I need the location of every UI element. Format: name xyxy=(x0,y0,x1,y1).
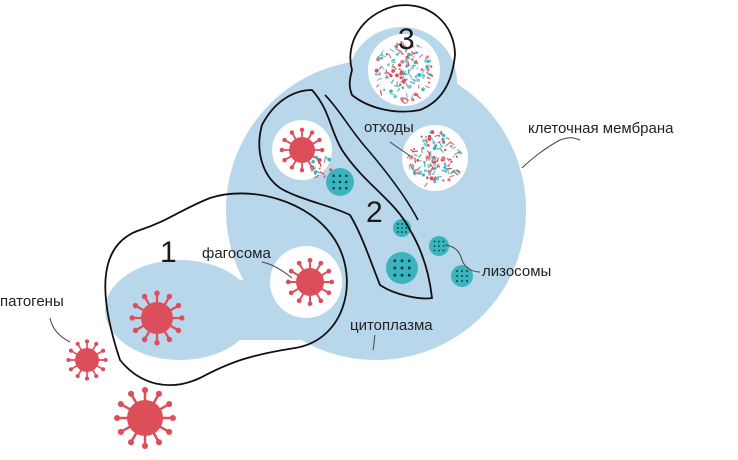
digesting-debris xyxy=(309,155,333,180)
pathogen-in-phagosome xyxy=(285,257,335,307)
lysosome-fusing xyxy=(326,168,354,196)
stage-2-outline xyxy=(258,89,433,300)
pathogen-engulfed xyxy=(129,290,185,346)
waste-debris xyxy=(406,130,463,188)
lysosome-small-2 xyxy=(429,236,449,256)
label-cytoplasm: цитоплазма xyxy=(350,317,433,334)
stage-3-outline xyxy=(348,4,456,113)
phagosome-leader xyxy=(261,261,293,279)
pathogen-large xyxy=(114,387,176,449)
pathogens-leader xyxy=(49,317,71,343)
label-lysosomes: лизосомы xyxy=(482,263,551,280)
pathogen-digesting xyxy=(279,127,325,173)
cytoplasm-leader xyxy=(372,334,376,351)
expelled-debris xyxy=(374,41,434,105)
lysosomes-leader xyxy=(444,244,481,273)
label-pathogens: патогены xyxy=(0,293,64,310)
label-phagosome: фагосома xyxy=(202,245,271,262)
step-3-number: 3 xyxy=(398,23,415,56)
step-2-number: 2 xyxy=(366,196,383,229)
label-waste: отходы xyxy=(364,119,414,136)
label-cell-membrane: клеточная мембрана xyxy=(528,120,674,137)
step-1-number: 1 xyxy=(160,236,177,269)
pathogen-small xyxy=(66,339,108,381)
stage-2-inner-outline xyxy=(324,94,419,221)
membrane-leader xyxy=(521,137,581,169)
lysosome-small-3 xyxy=(451,265,473,287)
waste-leader xyxy=(389,141,411,157)
lysosome-large xyxy=(386,252,418,284)
stage-1-outline xyxy=(104,192,348,386)
